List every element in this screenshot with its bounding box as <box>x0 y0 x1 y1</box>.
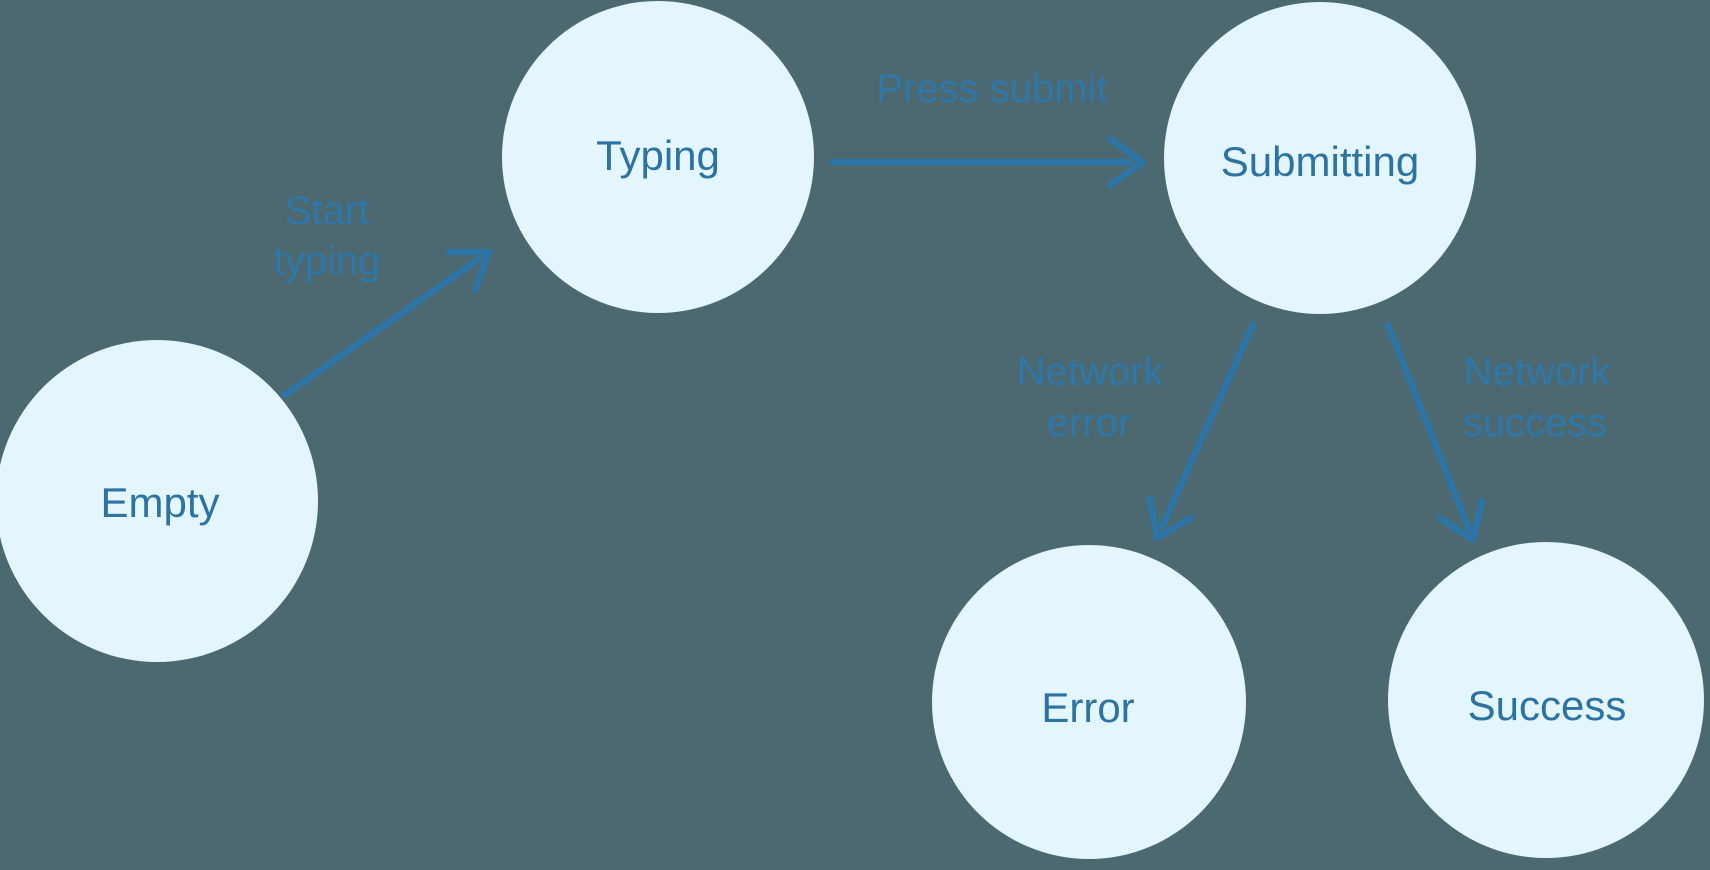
transition-label-network-error-line1: Network <box>1017 350 1165 394</box>
state-node-success: Success <box>1388 542 1704 858</box>
state-label-success: Success <box>1468 682 1627 729</box>
arrowhead-network-error-icon <box>1146 495 1195 542</box>
transition-label-press-submit: Press submit <box>876 67 1107 111</box>
arrowhead-network-success-icon <box>1436 497 1486 544</box>
state-circle-success <box>1388 542 1704 858</box>
transition-submitting-to-success: Network success <box>1384 321 1612 544</box>
transition-label-network-error-line2: error <box>1047 401 1131 445</box>
state-node-typing: Typing <box>502 1 814 313</box>
transition-label-start-typing-line1: Start <box>285 189 369 233</box>
state-node-submitting: Submitting <box>1164 2 1476 314</box>
transition-empty-to-typing: Start typing <box>274 189 493 399</box>
transition-label-network-success-line1: Network <box>1464 350 1612 394</box>
transition-arrow-network-success <box>1384 321 1473 533</box>
state-label-error: Error <box>1041 684 1134 731</box>
state-node-error: Error <box>932 545 1246 859</box>
state-circle-typing <box>502 1 814 313</box>
transition-label-network-success-line2: success <box>1463 401 1608 445</box>
arrowhead-press-submit-icon <box>1106 135 1147 189</box>
state-label-empty: Empty <box>100 479 219 526</box>
transition-arrow-start-typing <box>281 255 483 399</box>
transition-submitting-to-error: Network error <box>1017 321 1257 542</box>
transition-label-start-typing-line2: typing <box>274 239 381 283</box>
state-circle-submitting <box>1164 2 1476 314</box>
transition-arrow-network-error <box>1158 321 1257 531</box>
state-circle-error <box>932 545 1246 859</box>
state-label-submitting: Submitting <box>1221 138 1419 185</box>
transition-typing-to-submitting: Press submit <box>829 67 1147 189</box>
state-label-typing: Typing <box>596 132 720 179</box>
arrowhead-start-typing-icon <box>445 248 493 294</box>
state-circle-empty <box>0 340 318 662</box>
state-node-empty: Empty <box>0 340 318 662</box>
